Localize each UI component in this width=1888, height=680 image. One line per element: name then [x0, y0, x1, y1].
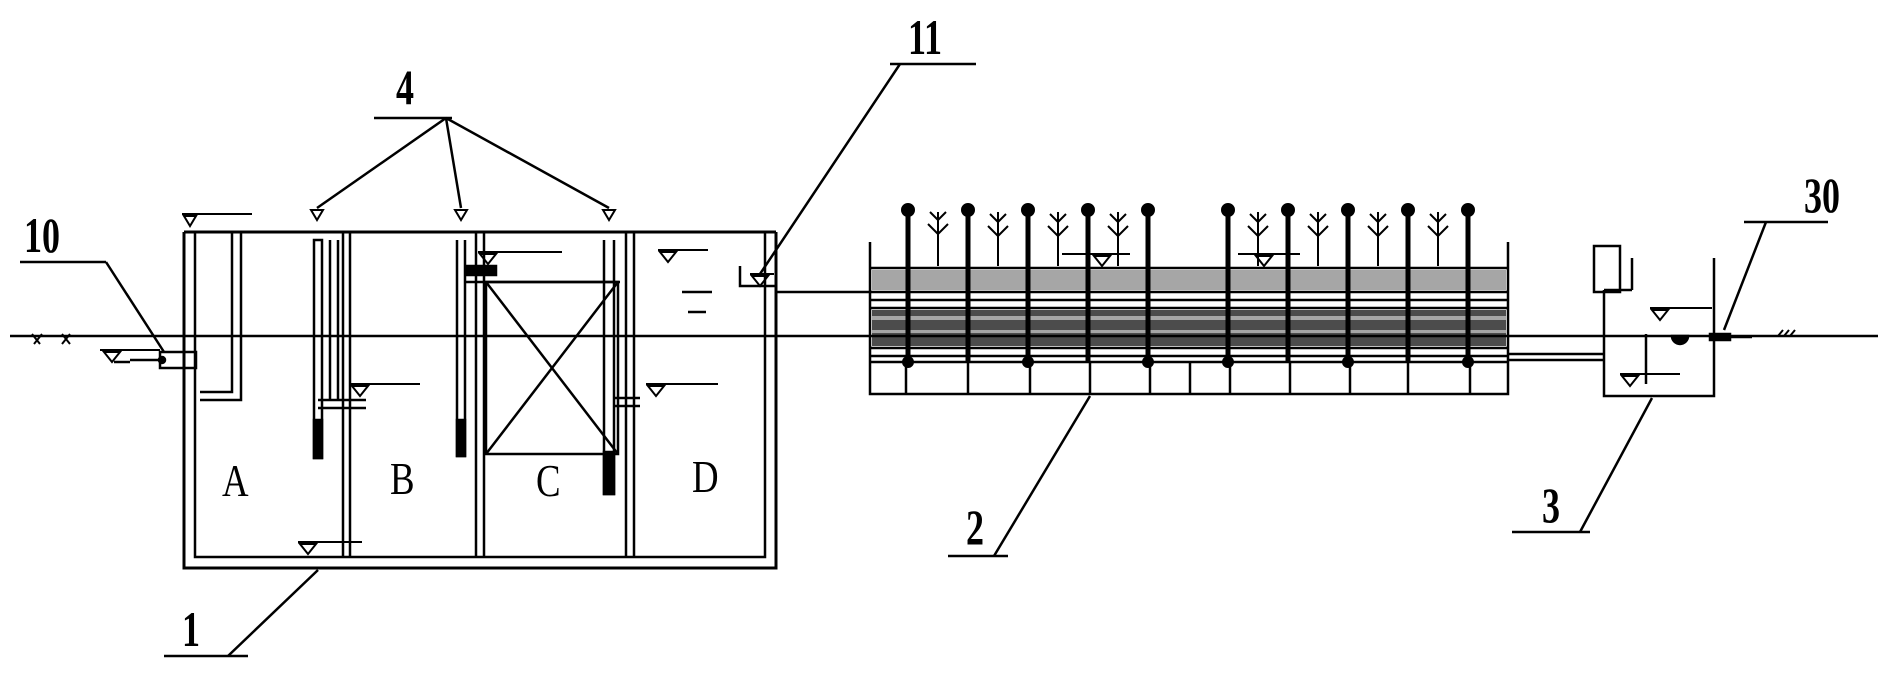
- callout-tank: 1: [182, 601, 200, 657]
- leader-lines: [20, 62, 1828, 658]
- callout-outlet: 11: [908, 9, 943, 65]
- distribution-pipes: [905, 210, 1471, 362]
- chamber-b-label: B: [390, 453, 415, 504]
- wetland-plants: [927, 211, 1449, 266]
- chamber-a-label: A: [222, 455, 249, 506]
- constructed-wetland: [868, 242, 1604, 396]
- chamber-d-label: D: [692, 451, 719, 502]
- callout-pipes: 4: [396, 59, 414, 115]
- outlet-well: [1592, 244, 1752, 398]
- treatment-tank: [182, 230, 870, 570]
- callout-inlet: 10: [24, 207, 60, 263]
- inlet-pipe: [114, 350, 198, 370]
- chamber-c-label: C: [536, 455, 561, 506]
- callout-well: 3: [1542, 477, 1560, 533]
- water-level-markers: [100, 209, 1712, 556]
- pipe-caps: [901, 203, 1475, 368]
- callout-wetland: 2: [966, 499, 984, 555]
- callout-discharge: 30: [1804, 167, 1840, 223]
